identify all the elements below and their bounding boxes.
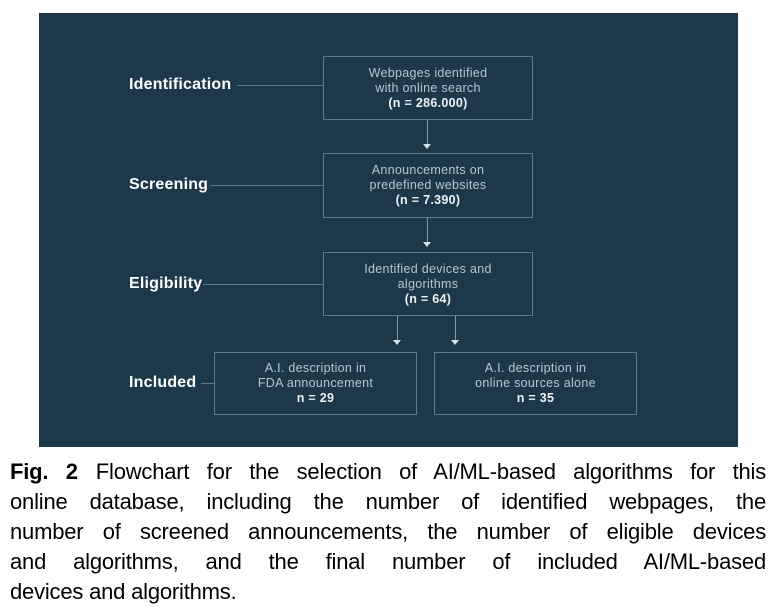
arrowhead-icon	[423, 242, 431, 247]
caption-line: online database, including the number of…	[10, 489, 766, 514]
caption-line: and algorithms, and the final number of …	[10, 549, 766, 574]
stage-label-screening: Screening	[129, 176, 209, 193]
box-text-line: Webpages identified	[368, 65, 488, 80]
box-announcements-screened: Announcements on predefined websites (n …	[323, 153, 533, 218]
box-text-line: Announcements on	[371, 163, 485, 177]
flowchart-panel: Identification Screening Eligibility Inc…	[39, 13, 738, 447]
box-online-sources: A.I. description in online sources alone…	[434, 352, 637, 415]
box-count: n = 35	[516, 391, 555, 405]
caption-text: Flowchart for the selection of AI/ML-bas…	[95, 459, 767, 484]
stage-label-eligibility: Eligibility	[129, 275, 203, 292]
box-text-line: algorithms	[397, 276, 459, 291]
connector-eligibility	[203, 284, 323, 285]
caption-line: devices and algorithms.	[10, 579, 237, 604]
box-text-line: predefined websites	[369, 178, 487, 192]
arrow-line-3	[397, 316, 398, 340]
arrowhead-icon	[393, 340, 401, 345]
caption-line: Fig. 2 Flowchart for the selection of AI/…	[10, 457, 766, 487]
box-text-line: with online search	[375, 80, 481, 95]
box-count: (n = 286.000)	[388, 95, 468, 110]
box-webpages-identified: Webpages identified with online search (…	[323, 56, 533, 120]
stage-label-identification: Identification	[129, 76, 232, 93]
box-text-line: FDA announcement	[257, 376, 374, 390]
connector-identification	[237, 85, 323, 86]
box-identified-devices: Identified devices and algorithms (n = 6…	[323, 252, 533, 316]
box-text-line: Identified devices and	[364, 261, 492, 276]
arrow-line-4	[455, 316, 456, 340]
figure-number-label: Fig. 2	[10, 459, 78, 484]
stage-label-included: Included	[129, 374, 197, 391]
arrowhead-icon	[423, 144, 431, 149]
box-count: n = 29	[296, 391, 335, 405]
box-count: (n = 64)	[404, 291, 452, 306]
box-text-line: A.I. description in	[264, 361, 367, 375]
box-count: (n = 7.390)	[395, 193, 461, 207]
arrowhead-icon	[451, 340, 459, 345]
arrow-line-1	[427, 120, 428, 144]
box-text-line: A.I. description in	[484, 361, 587, 375]
connector-screening	[210, 185, 323, 186]
figure-caption: Fig. 2 Flowchart for the selection of AI/…	[10, 457, 766, 607]
box-fda-announcement: A.I. description in FDA announcement n =…	[214, 352, 417, 415]
connector-included	[201, 383, 214, 384]
box-text-line: online sources alone	[475, 376, 596, 390]
caption-line: number of screened announcements, the nu…	[10, 519, 766, 544]
arrow-line-2	[427, 218, 428, 242]
